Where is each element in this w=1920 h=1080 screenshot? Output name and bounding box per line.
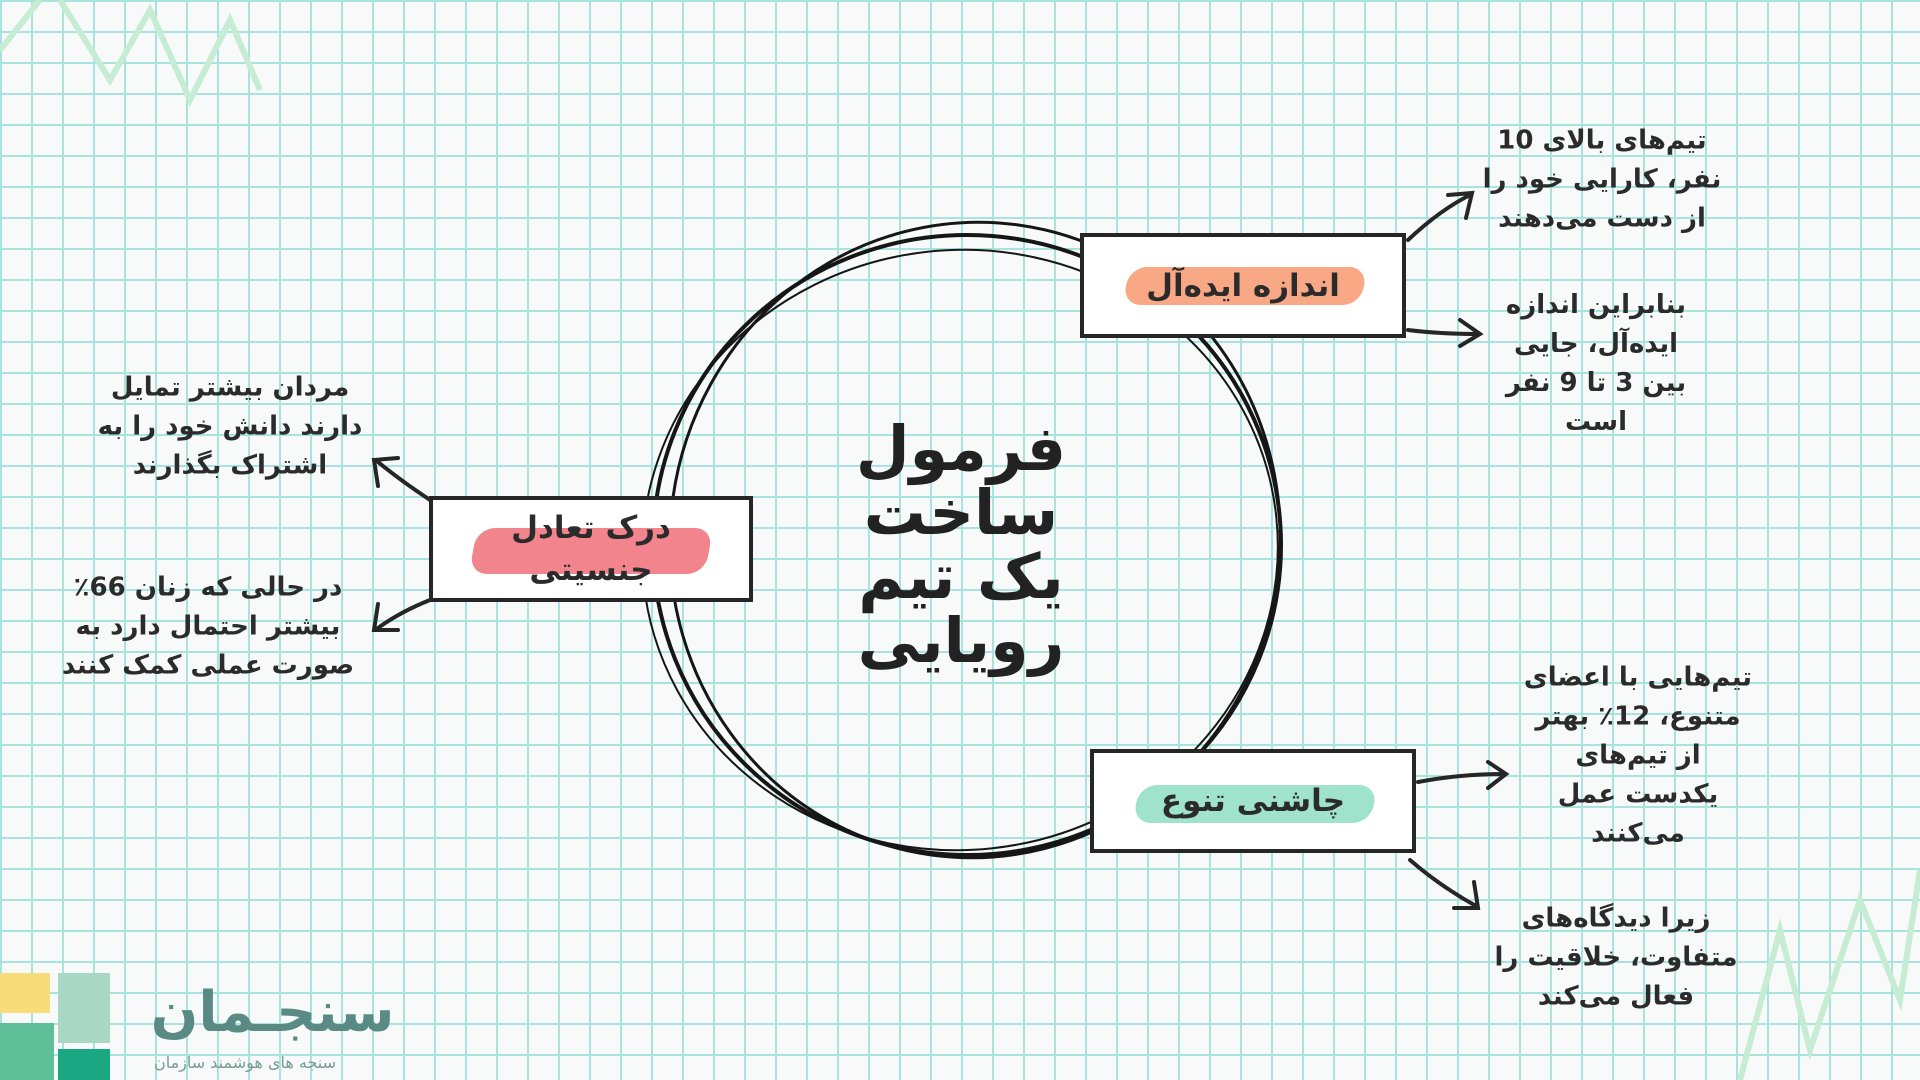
logo-tagline: سنجه های هوشمند سازمان (153, 1053, 337, 1072)
arrow-icon (1408, 858, 1481, 910)
arrow-icon (1406, 190, 1475, 242)
logo-square (0, 1023, 54, 1080)
logo-name: سنجـمان (150, 980, 395, 1045)
logo-square (58, 973, 110, 1043)
note-gender-1: مردان بیشتر تمایل دارند دانش خود را به ا… (97, 372, 363, 481)
box-gender-balance: درک تعادل جنسیتی (429, 496, 753, 602)
box-diversity: چاشنی تنوع (1090, 749, 1416, 853)
box-label: چاشنی تنوع (1160, 783, 1346, 819)
note-gender-2: در حالی که زنان 66٪ بیشتر احتمال دارد به… (61, 572, 355, 681)
box-label: اندازه ایده‌آل (1146, 267, 1340, 304)
box-ideal-size: اندازه ایده‌آل (1080, 233, 1406, 338)
logo-square (58, 1049, 110, 1080)
arrow-icon (1406, 318, 1484, 348)
note-diversity-2: زیرا دیدگاه‌های متفاوت، خلاقیت را فعال م… (1494, 903, 1738, 1012)
logo: سنجـمان سنجه های هوشمند سازمان (0, 973, 420, 1080)
arrow-icon (371, 456, 432, 502)
note-diversity-1: تیم‌هایی با اعضای متنوع، 12٪ بهتر از تیم… (1523, 662, 1753, 849)
arrow-icon (371, 598, 432, 632)
logo-square (0, 973, 50, 1013)
diagram-title: فرمول ساخت یک تیم رویایی (855, 412, 1067, 677)
box-label: درک تعادل جنسیتی (511, 510, 671, 588)
note-size-1: تیم‌های بالای 10 نفر، کارایی خود را از د… (1482, 125, 1722, 234)
decorative-zigzag (0, 0, 263, 108)
decorative-zigzag (1737, 869, 1920, 1080)
arrow-icon (1416, 760, 1510, 790)
arrows (371, 190, 1510, 910)
note-size-2: بنابراین اندازه ایده‌آل، جایی بین 3 تا 9… (1505, 290, 1687, 437)
